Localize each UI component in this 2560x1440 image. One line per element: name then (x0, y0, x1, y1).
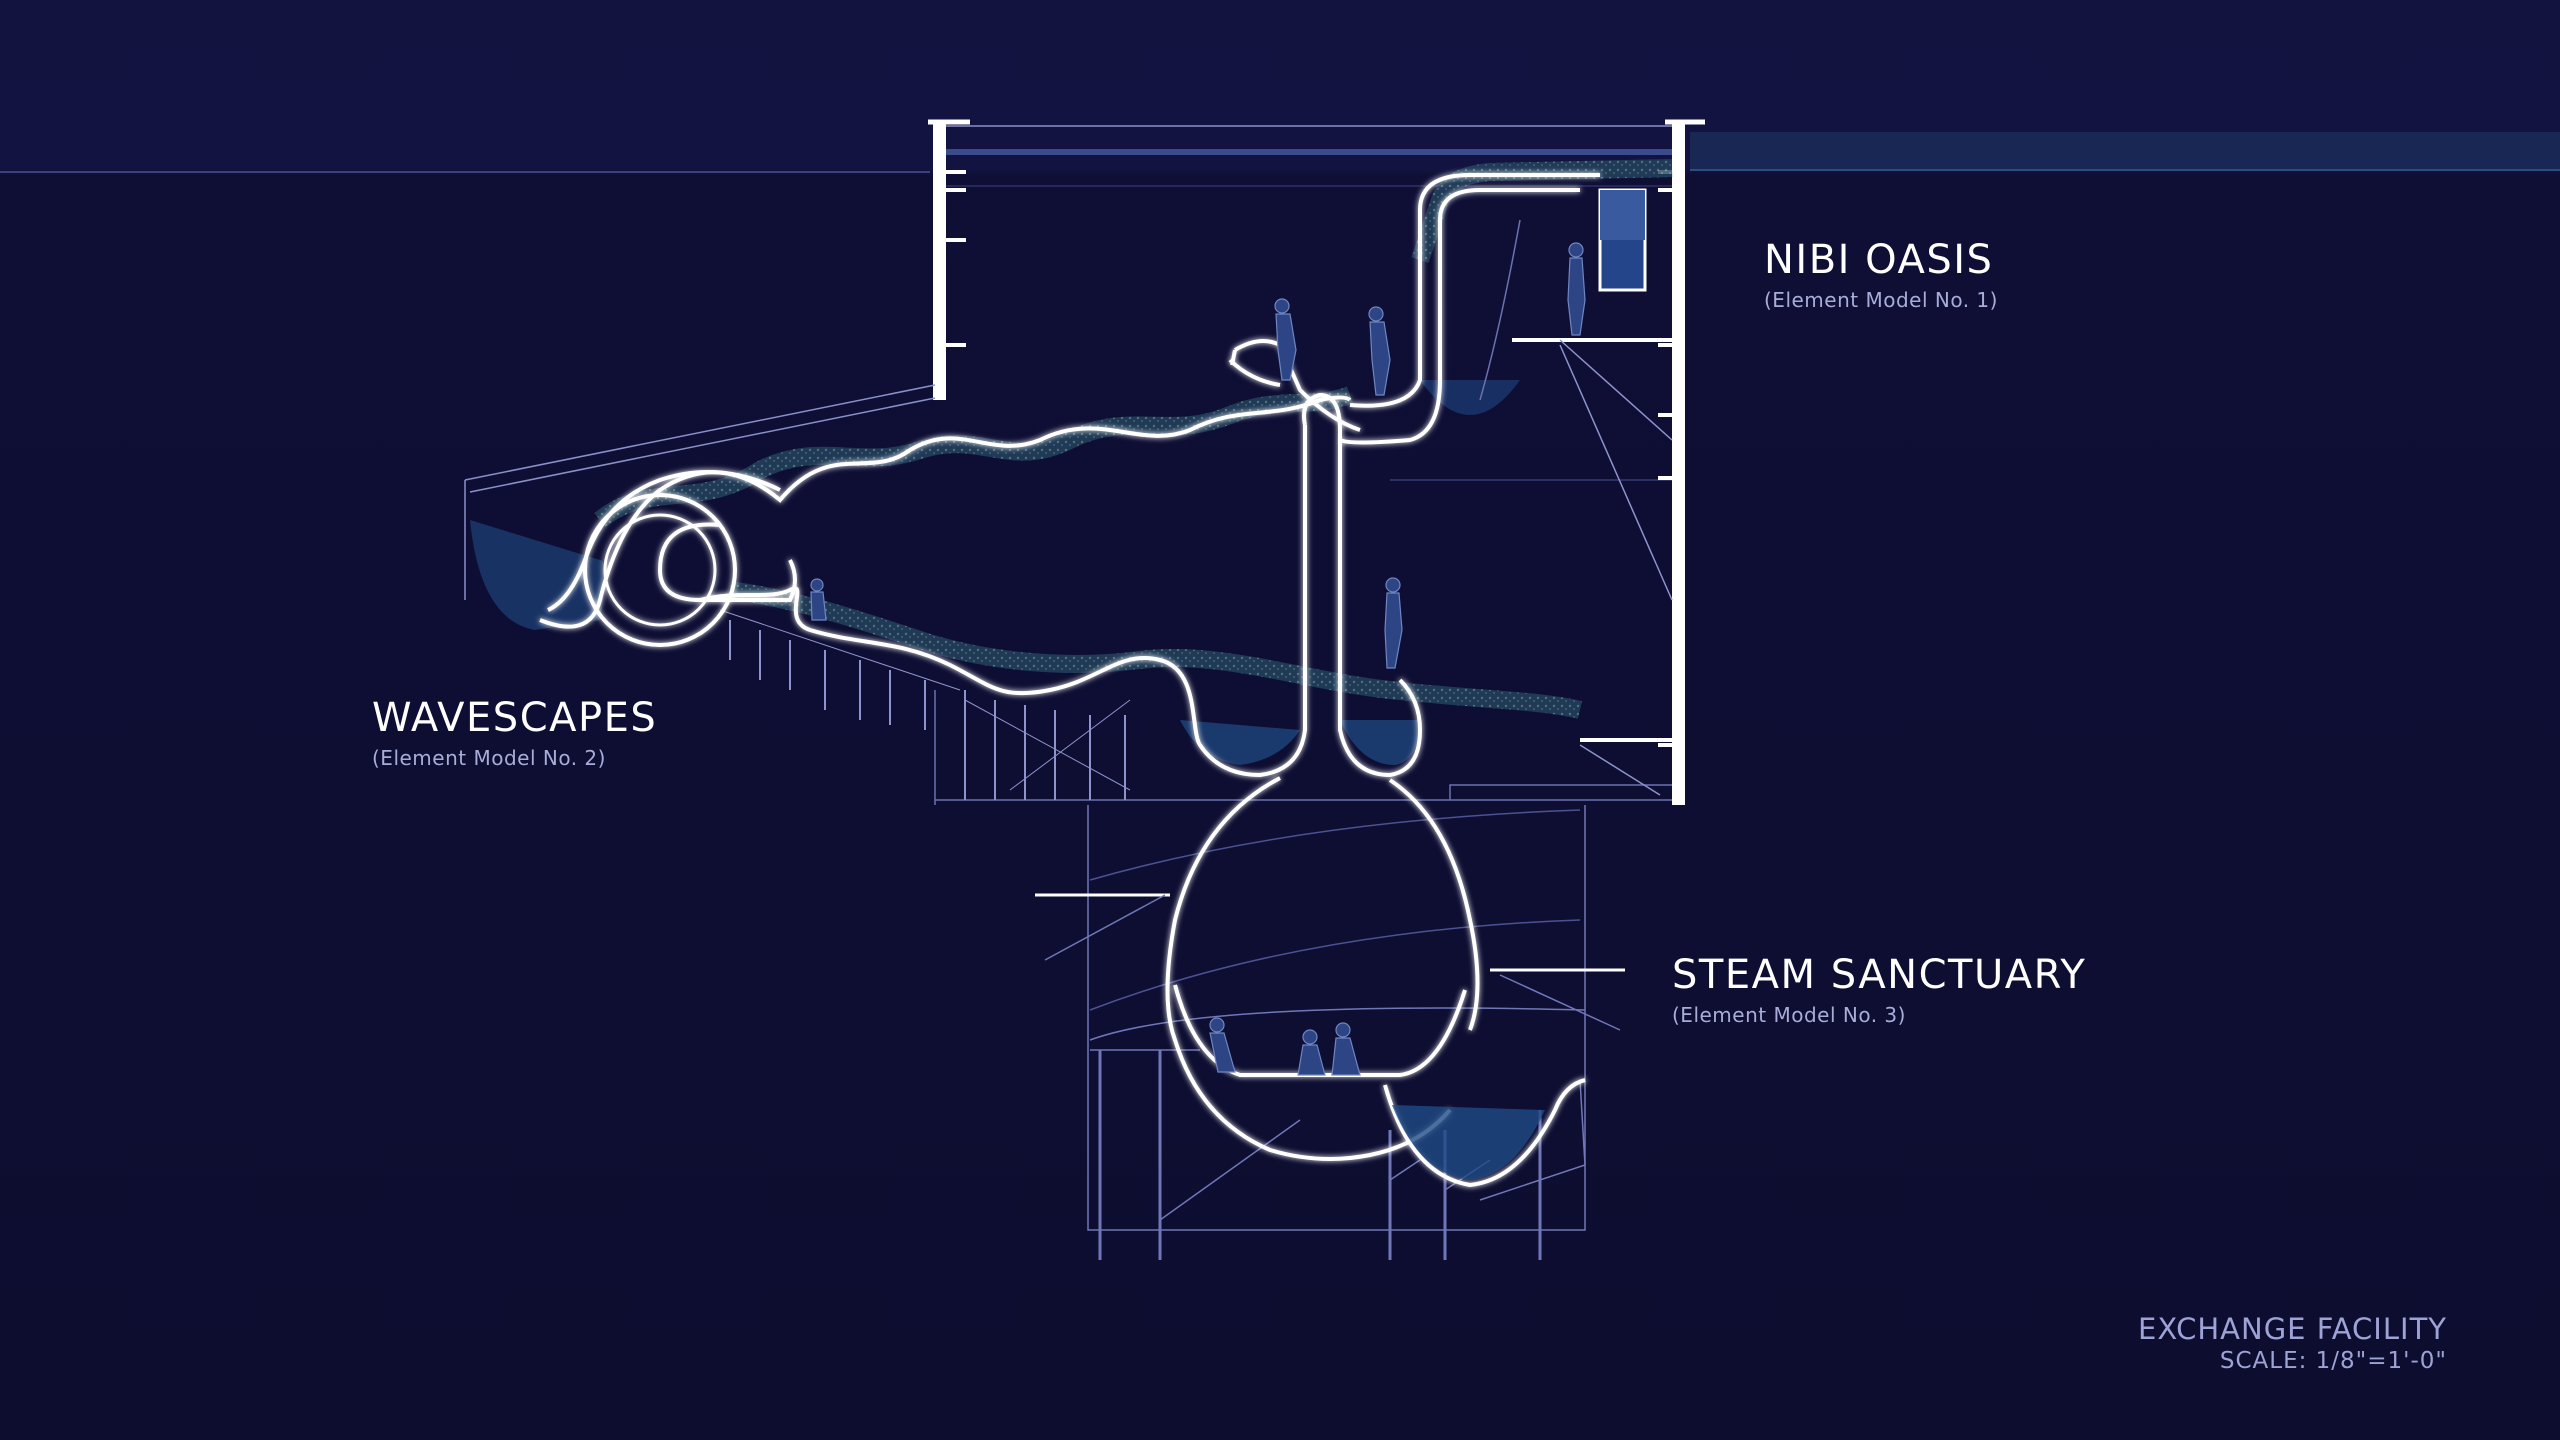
figure-steam-3 (1331, 1022, 1361, 1076)
facility-scale: SCALE: 1/8"=1'-0" (2219, 1348, 2447, 1374)
figure-top-1 (1274, 298, 1297, 381)
foundation-structure (1035, 805, 1625, 1260)
wavescapes-supports (719, 609, 1131, 800)
zone-subtitle: (Element Model No. 2) (372, 746, 606, 770)
zone-subtitle: (Element Model No. 1) (1764, 288, 1998, 312)
zone-label-steam-sanctuary: STEAM SANCTUARY (Element Model No. 3) (1672, 955, 2086, 1027)
ground-line (0, 132, 2560, 173)
figure-steam-1 (1209, 1017, 1236, 1073)
building-walls (928, 119, 1705, 805)
nibi-supports (1559, 339, 1673, 796)
facility-name: EXCHANGE FACILITY (2138, 1312, 2447, 1346)
figures (810, 242, 1586, 1076)
zone-label-nibi-oasis: NIBI OASIS (Element Model No. 1) (1764, 240, 1998, 312)
steam-pool-water (1392, 1105, 1545, 1180)
wavescapes-pools (470, 380, 1520, 765)
figure-top-2 (1368, 306, 1391, 396)
nibi-tub (1479, 188, 1647, 401)
slide-tube (539, 173, 1600, 1188)
zone-label-wavescapes: WAVESCAPES (Element Model No. 2) (372, 698, 657, 770)
figure-nibi-1 (1567, 242, 1586, 336)
foliage-bands (594, 159, 1673, 719)
zone-subtitle: (Element Model No. 3) (1672, 1003, 1906, 1027)
wavescapes-envelope (464, 384, 936, 600)
figure-wave (810, 578, 827, 621)
zone-title: WAVESCAPES (372, 695, 658, 741)
figure-mid (1384, 577, 1403, 669)
zone-title: NIBI OASIS (1764, 237, 1994, 283)
zone-title: STEAM SANCTUARY (1672, 952, 2087, 998)
figure-steam-2 (1297, 1029, 1326, 1076)
facility-caption: EXCHANGE FACILITY SCALE: 1/8"=1'-0" (2138, 1312, 2447, 1374)
